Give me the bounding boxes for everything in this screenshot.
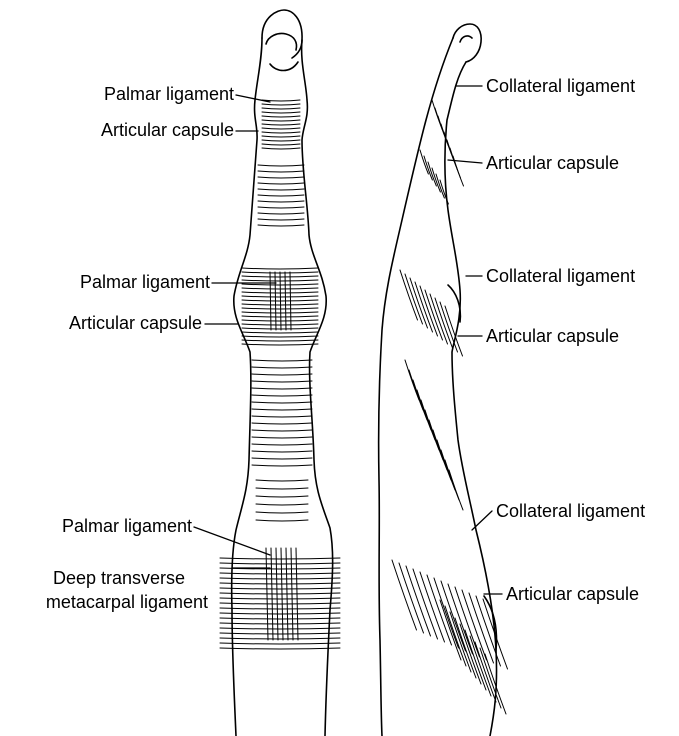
label-collateral-ligament-distal: Collateral ligament bbox=[486, 76, 635, 97]
label-deep-transverse-line1: Deep transverse bbox=[24, 568, 214, 589]
label-collateral-ligament-middle: Collateral ligament bbox=[486, 266, 635, 287]
leader-lines bbox=[194, 86, 502, 594]
label-articular-capsule-middle: Articular capsule bbox=[28, 313, 202, 334]
label-articular-capsule-proximal-lateral: Articular capsule bbox=[506, 584, 639, 605]
label-articular-capsule-distal: Articular capsule bbox=[60, 120, 234, 141]
palmar-view-hatching bbox=[220, 100, 340, 649]
label-collateral-ligament-proximal: Collateral ligament bbox=[496, 501, 645, 522]
label-articular-capsule-distal-lateral: Articular capsule bbox=[486, 153, 619, 174]
lateral-view-finger-outline bbox=[379, 24, 497, 736]
label-palmar-ligament-proximal: Palmar ligament bbox=[28, 516, 192, 537]
label-deep-transverse-line2: metacarpal ligament bbox=[14, 592, 208, 613]
palmar-view-finger-outline bbox=[232, 10, 333, 736]
lateral-view-hatching bbox=[392, 100, 508, 714]
label-palmar-ligament-distal: Palmar ligament bbox=[70, 84, 234, 105]
label-articular-capsule-middle-lateral: Articular capsule bbox=[486, 326, 619, 347]
label-palmar-ligament-middle: Palmar ligament bbox=[46, 272, 210, 293]
